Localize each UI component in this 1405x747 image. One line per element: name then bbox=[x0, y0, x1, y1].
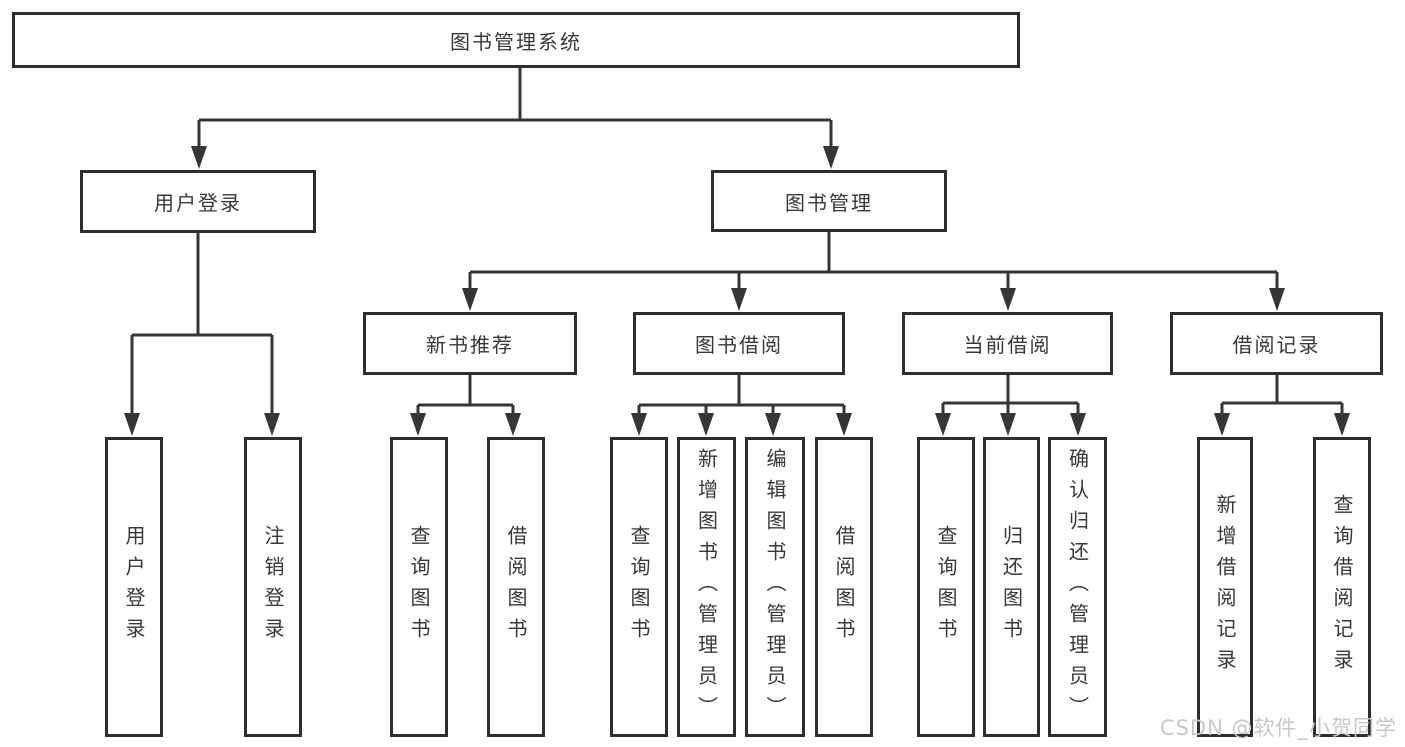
leaf-label: 查询图书 bbox=[627, 525, 651, 649]
leaf-return-books: 归还图书 bbox=[983, 437, 1040, 737]
leaf-query-books-borrow: 查询图书 bbox=[610, 437, 668, 737]
arrowhead-icon bbox=[124, 413, 140, 436]
arrowhead-icon bbox=[935, 413, 951, 436]
arrowhead-icon bbox=[1269, 288, 1285, 311]
arrowhead-icon bbox=[631, 413, 647, 436]
leaf-label: 编辑图书（管理员） bbox=[763, 447, 787, 727]
node-current-borrow: 当前借阅 bbox=[902, 312, 1113, 375]
arrowhead-icon bbox=[1000, 413, 1016, 436]
arrowhead-icon bbox=[191, 146, 207, 169]
leaf-query-books-current: 查询图书 bbox=[917, 437, 975, 737]
leaf-label: 确认归还（管理员） bbox=[1065, 447, 1090, 727]
leaf-add-book-admin: 新增图书（管理员） bbox=[677, 437, 736, 737]
leaf-borrow-books-recommend: 借阅图书 bbox=[487, 437, 545, 737]
leaf-label: 查询图书 bbox=[407, 525, 431, 649]
arrowhead-icon bbox=[698, 413, 714, 436]
arrowhead-icon bbox=[1070, 413, 1086, 436]
arrowhead-icon bbox=[462, 288, 478, 311]
arrowhead-icon bbox=[836, 413, 852, 436]
leaf-label: 归还图书 bbox=[999, 525, 1024, 649]
arrowhead-icon bbox=[264, 413, 280, 436]
leaf-label: 查询图书 bbox=[934, 525, 958, 649]
leaf-label: 查询借阅记录 bbox=[1330, 494, 1354, 680]
arrowhead-icon bbox=[505, 413, 521, 436]
arrowhead-icon bbox=[1214, 413, 1230, 436]
node-user-login: 用户登录 bbox=[80, 170, 316, 233]
leaf-label: 借阅图书 bbox=[832, 525, 856, 649]
arrowhead-icon bbox=[1334, 413, 1350, 436]
leaf-label: 新增图书（管理员） bbox=[694, 447, 719, 727]
arrowhead-icon bbox=[410, 413, 426, 436]
leaf-edit-book-admin: 编辑图书（管理员） bbox=[745, 437, 805, 737]
leaf-borrow-books: 借阅图书 bbox=[815, 437, 873, 737]
leaf-user-login: 用户登录 bbox=[105, 437, 163, 737]
leaf-label: 借阅图书 bbox=[504, 525, 528, 649]
leaf-label: 注销登录 bbox=[261, 525, 285, 649]
arrowhead-icon bbox=[1000, 288, 1016, 311]
leaf-confirm-return-admin: 确认归还（管理员） bbox=[1048, 437, 1107, 737]
arrowhead-icon bbox=[765, 413, 781, 436]
leaf-add-borrow-record: 新增借阅记录 bbox=[1197, 437, 1253, 737]
node-book-management: 图书管理 bbox=[711, 170, 947, 232]
leaf-query-books-recommend: 查询图书 bbox=[390, 437, 448, 737]
arrowhead-icon bbox=[731, 288, 747, 311]
node-new-book-recommend: 新书推荐 bbox=[363, 312, 577, 375]
leaf-logout: 注销登录 bbox=[244, 437, 302, 737]
csdn-watermark: CSDN @软件_小贺同学 bbox=[1159, 716, 1397, 740]
leaf-query-borrow-record: 查询借阅记录 bbox=[1313, 437, 1371, 737]
arrowhead-icon bbox=[823, 146, 839, 169]
leaf-label: 新增借阅记录 bbox=[1213, 494, 1237, 680]
node-book-borrow: 图书借阅 bbox=[633, 312, 845, 375]
node-borrow-records: 借阅记录 bbox=[1170, 312, 1383, 375]
leaf-label: 用户登录 bbox=[122, 525, 146, 649]
node-root: 图书管理系统 bbox=[12, 12, 1020, 68]
